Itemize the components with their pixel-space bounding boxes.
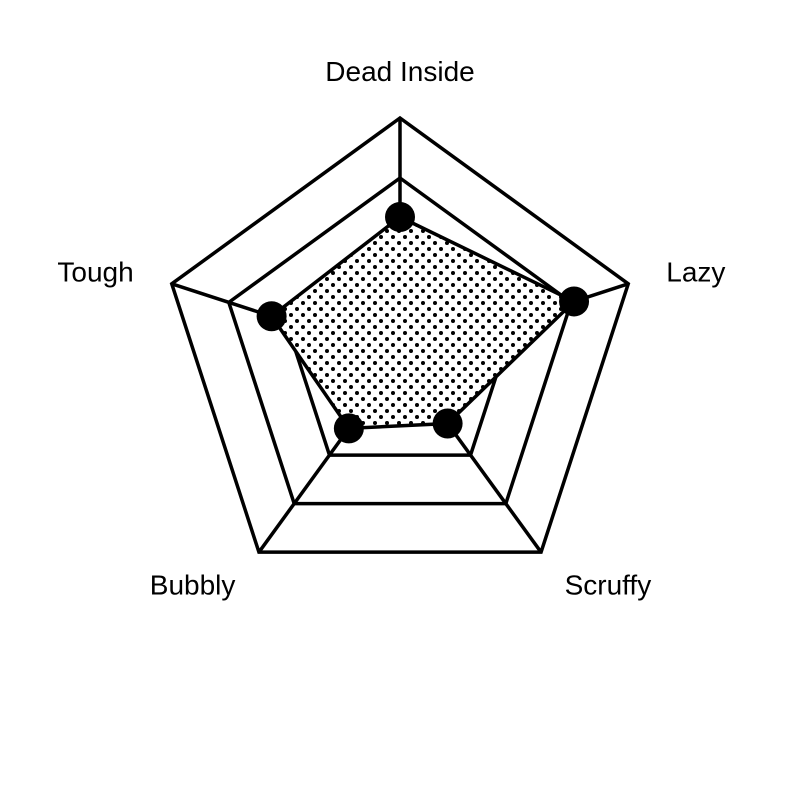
data-point-tough [256,301,287,332]
axis-label-bubbly: Bubbly [150,569,236,600]
axis-label-scruffy: Scruffy [565,569,652,600]
data-area [269,214,578,431]
data-point-dead-inside [385,202,415,232]
data-point-lazy [559,286,590,317]
radar-axis-labels: Dead Inside Lazy Scruffy Bubbly Tough [57,56,725,601]
radar-series [256,202,590,444]
axis-label-lazy: Lazy [666,256,725,287]
grid-ring-4 [169,115,631,554]
grid-ring-3 [226,175,574,506]
data-point-bubbly [333,413,364,444]
axis-label-tough: Tough [57,256,133,287]
data-point-scruffy [432,408,463,439]
axis-label-dead-inside: Dead Inside [325,56,474,87]
